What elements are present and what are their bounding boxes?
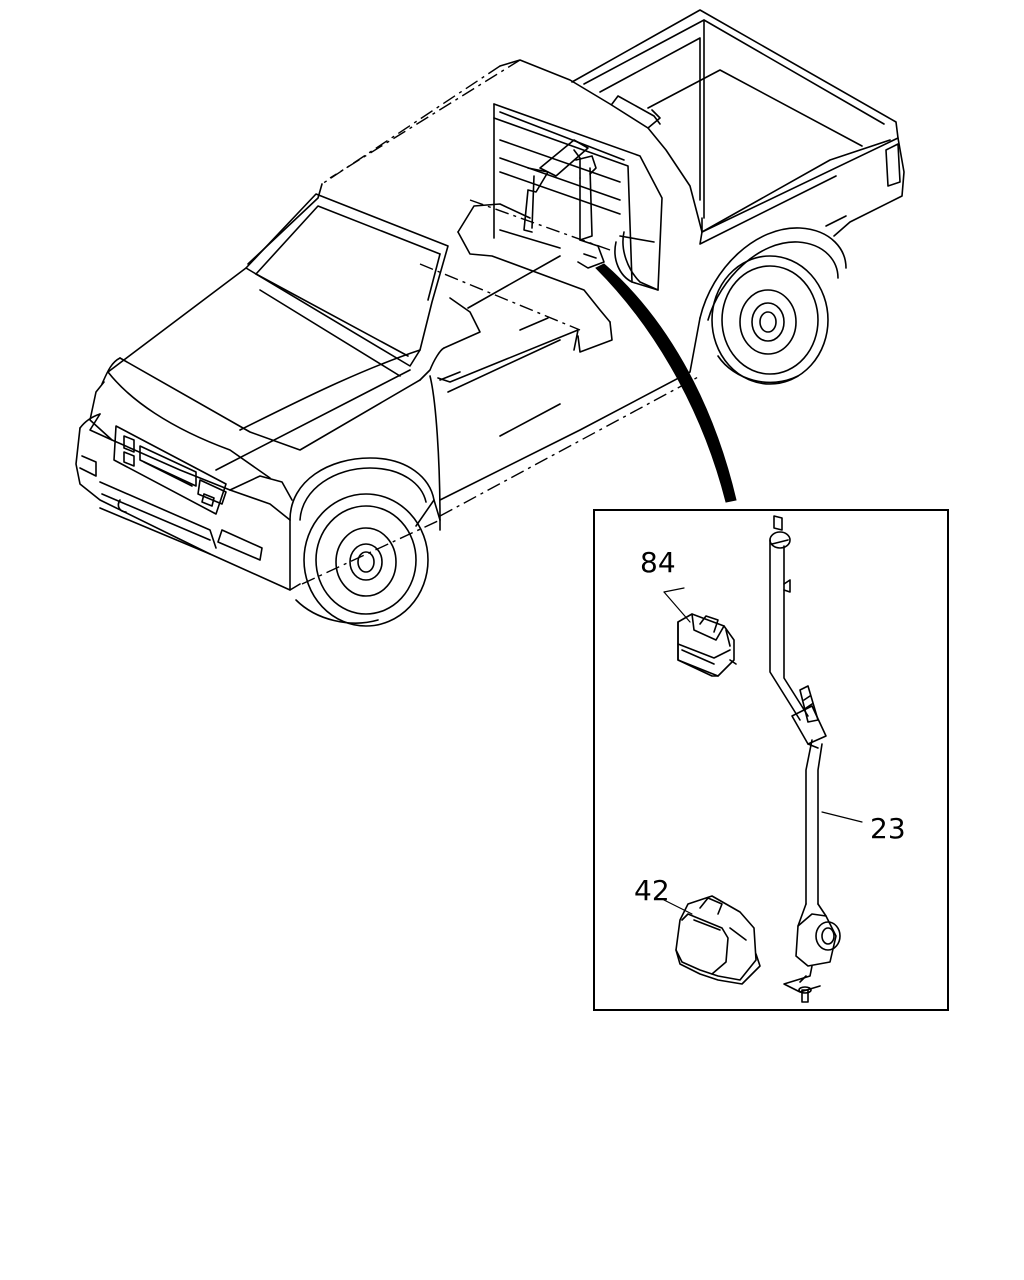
detail-leader	[595, 263, 737, 503]
part-84-clip	[677, 613, 737, 677]
callout-23: 23	[870, 812, 906, 845]
part-84-leader	[663, 591, 691, 623]
callout-42: 42	[634, 874, 670, 907]
part-42-leader	[663, 899, 693, 915]
part-42-cover	[675, 895, 761, 985]
callout-84: 84	[640, 546, 676, 579]
detail-box: 84 23 42	[593, 509, 949, 1011]
part-23-leader	[821, 811, 863, 823]
pickup-truck-illustration	[75, 9, 905, 627]
part-23-seat-belt	[769, 515, 841, 1003]
